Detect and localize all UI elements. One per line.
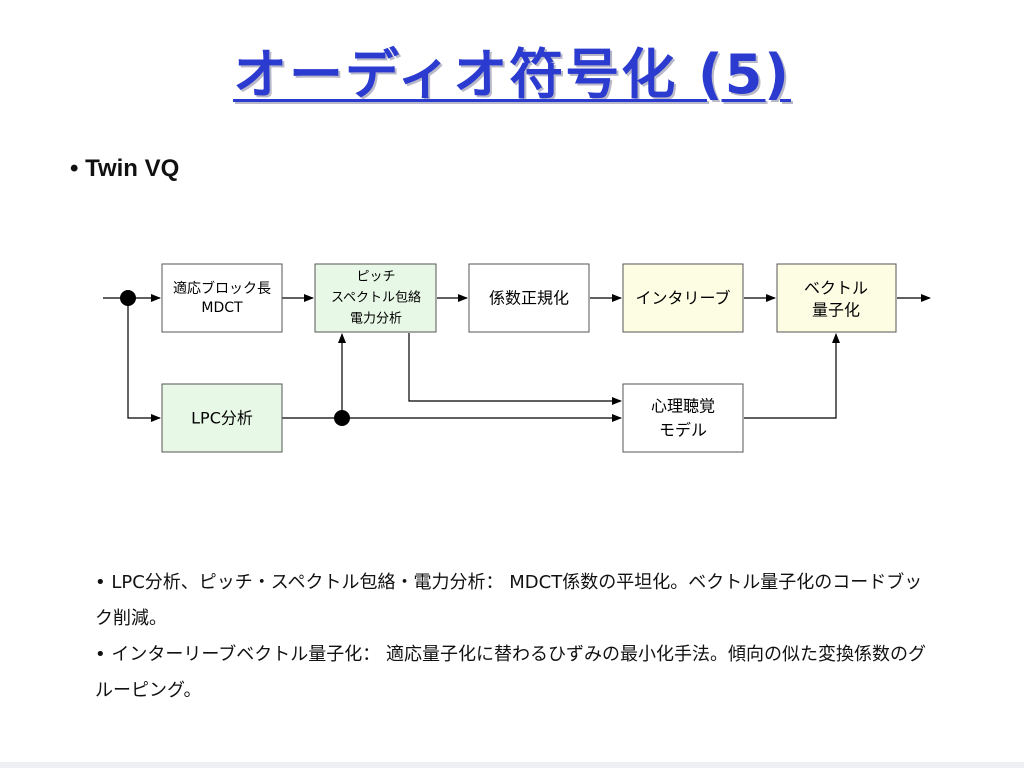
block-vq-line1: ベクトル (804, 279, 868, 298)
block-mdct-line2: MDCT (201, 300, 243, 316)
block-coef-label: 係数正規化 (489, 289, 569, 308)
notes: • LPC分析、ピッチ・スペクトル包絡・電力分析： MDCT係数の平坦化。ベクト… (95, 565, 935, 709)
note-item: • LPC分析、ピッチ・スペクトル包絡・電力分析： MDCT係数の平坦化。ベクト… (95, 572, 923, 629)
block-interleave: インタリーブ (622, 263, 744, 333)
block-coefficient-normalization: 係数正規化 (468, 263, 590, 333)
junction-dot-lpc (334, 410, 350, 426)
block-interleave-label: インタリーブ (635, 289, 730, 308)
block-lpc-analysis: LPC分析 (161, 383, 283, 453)
block-pitch-line1: ピッチ (356, 270, 395, 285)
block-vq-line2: 量子化 (812, 301, 860, 320)
block-psychoacoustic-model: 心理聴覚 モデル (622, 383, 744, 453)
block-psy-line1: 心理聴覚 (651, 397, 715, 416)
page-title: オーディオ符号化 (5) (233, 43, 791, 106)
block-pitch-line3: 電力分析 (350, 312, 402, 327)
arrow-psy-to-vq (744, 333, 840, 419)
junction-dot-input (120, 290, 136, 306)
block-pitch-spectral-power: ピッチ スペクトル包絡 電力分析 (314, 263, 437, 333)
branch-to-lpc (127, 298, 161, 422)
bullet-heading: • Twin VQ (70, 155, 180, 182)
footer-bar (0, 762, 1024, 768)
note-item: • インターリーブベクトル量子化： 適応量子化に替わるひずみの最小化手法。傾向の… (95, 644, 926, 701)
block-mdct: 適応ブロック長 MDCT (161, 263, 283, 333)
block-psy-line2: モデル (659, 421, 707, 440)
arrow-pitch-to-psy (408, 333, 622, 405)
block-pitch-line2: スペクトル包絡 (331, 290, 421, 306)
block-mdct-line1: 適応ブロック長 (173, 280, 271, 297)
block-lpc-label: LPC分析 (191, 409, 253, 428)
block-vector-quantization: ベクトル 量子化 (776, 263, 897, 333)
